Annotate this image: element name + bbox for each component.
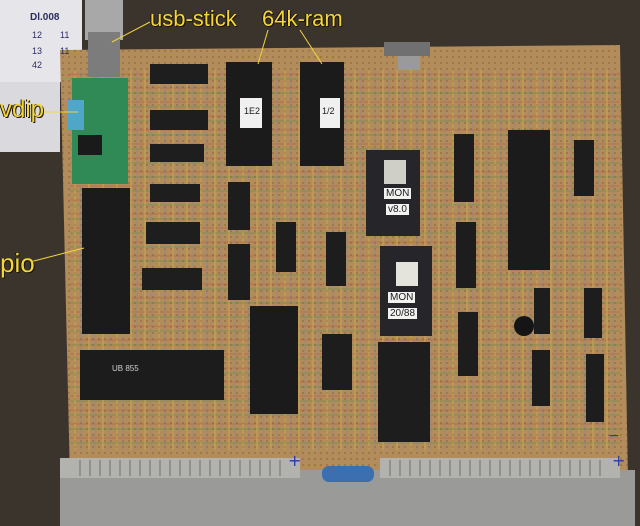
- usb-stick-label: usb-stick: [150, 6, 237, 31]
- eprom-1-window: [384, 160, 406, 184]
- right-chip-f: [532, 350, 550, 406]
- mid-chip-b: [228, 244, 250, 300]
- right-chip-b: [456, 222, 476, 288]
- right-chip-g: [584, 288, 602, 338]
- big-chip-right: [508, 130, 550, 270]
- small-chip-c: [150, 144, 204, 162]
- mid-chip-a: [228, 182, 250, 230]
- pio-chip: [82, 188, 130, 334]
- note-row1-a: 12: [32, 30, 43, 40]
- mid-chip-e: [322, 334, 352, 390]
- right-chip-e: [534, 288, 550, 334]
- small-chip-b: [150, 110, 208, 130]
- right-chip-d: [574, 140, 594, 196]
- mon2-line2: 20/88: [388, 308, 418, 319]
- chip-below-eprom: [378, 342, 430, 442]
- vdip-cable: [68, 100, 84, 130]
- vdip-module: [72, 78, 128, 184]
- electrolytic-capacitor: [514, 316, 534, 336]
- right-chip-c: [458, 312, 478, 376]
- mid-chip-d: [326, 232, 346, 286]
- minus-mark: −: [608, 428, 620, 444]
- pio-label: pio: [0, 248, 35, 278]
- pio-chip-marking: UB 855: [112, 364, 139, 373]
- mid-chip-c: [276, 222, 296, 272]
- ram-sticker-2-text: 1/2: [322, 106, 335, 116]
- note-row3: 42: [32, 60, 43, 70]
- ram-sticker-2: [320, 98, 340, 128]
- paper-note-lower: [0, 82, 60, 152]
- vdip-label: vdip: [0, 96, 45, 123]
- connector-pins: [79, 460, 601, 476]
- vdip-chip: [78, 135, 102, 155]
- pio-callout: [29, 247, 85, 263]
- big-chip-center: [250, 306, 298, 414]
- eprom-2-window: [396, 262, 418, 286]
- small-chip-d: [150, 184, 200, 202]
- usb-callout: [111, 21, 151, 43]
- mon1-line2: v8.0: [386, 204, 409, 215]
- eprom-2: [380, 246, 432, 336]
- small-chip-a: [150, 64, 208, 84]
- switch-body: [398, 56, 420, 70]
- plus-mark-1: +: [288, 451, 301, 470]
- plus-mark-2: +: [612, 451, 625, 470]
- usb-connector: [88, 32, 120, 77]
- note-row2-a: 13: [32, 46, 43, 56]
- note-header: Dl.008: [30, 12, 60, 23]
- mon1-line1: MON: [384, 188, 412, 199]
- ram-callout-2: [299, 29, 323, 65]
- board-switch: [384, 42, 430, 56]
- small-chip-f: [142, 268, 202, 290]
- mon2-line1: MON: [388, 292, 416, 303]
- right-chip-h: [586, 354, 604, 422]
- note-row2-b: 11: [60, 46, 70, 56]
- ram-sticker-1-text: 1E2: [244, 106, 261, 116]
- ram-callout-1: [257, 29, 269, 65]
- right-chip-a: [454, 134, 474, 202]
- blue-capacitor: [322, 466, 374, 482]
- ram-sticker-1: [240, 98, 262, 128]
- long-chip: [80, 350, 224, 400]
- ram-label: 64k-ram: [262, 6, 343, 31]
- small-chip-e: [146, 222, 200, 244]
- note-row1-b: 11: [60, 30, 70, 40]
